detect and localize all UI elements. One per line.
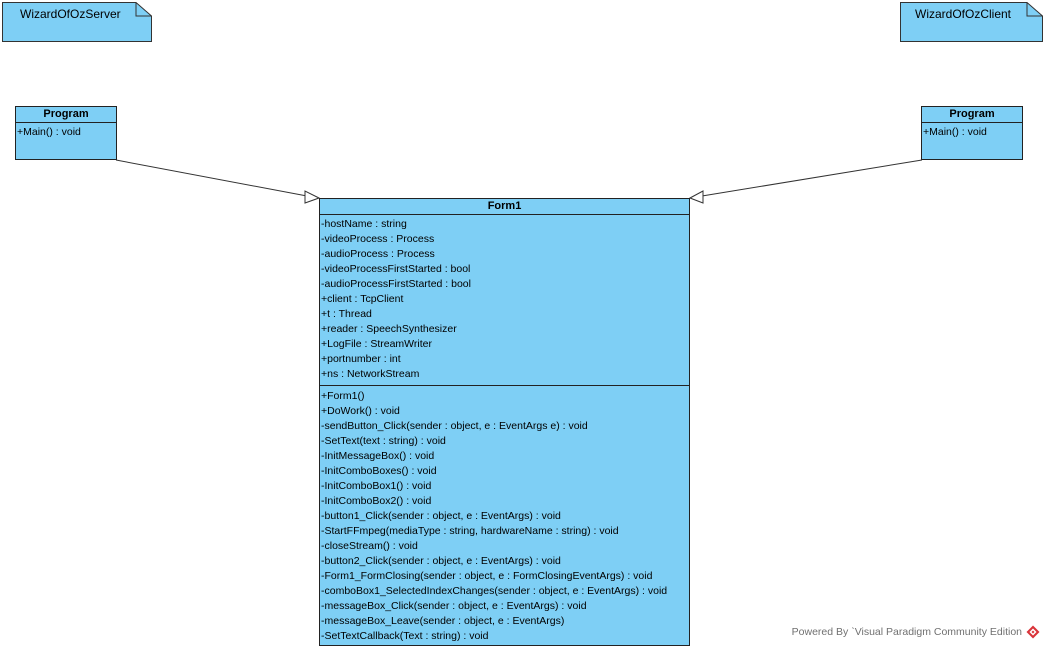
operation: -SetText(text : string) : void: [321, 435, 446, 447]
operation: -comboBox1_SelectedIndexChanges(sender :…: [321, 585, 668, 597]
attribute: +reader : SpeechSynthesizer: [321, 323, 457, 335]
note-client-label: WizardOfOzClient: [915, 7, 1012, 21]
operation: -button1_Click(sender : object, e : Even…: [321, 510, 561, 522]
operation: +Main() : void: [17, 126, 81, 138]
note-server-label: WizardOfOzServer: [20, 7, 121, 21]
attribute: +t : Thread: [321, 308, 372, 320]
operation: -InitComboBoxes() : void: [321, 465, 437, 477]
visual-paradigm-logo-icon: [1026, 625, 1040, 639]
attribute: -hostName : string: [321, 218, 407, 230]
generalization-right-line: [701, 159, 923, 197]
operation: -StartFFmpeg(mediaType : string, hardwar…: [321, 525, 619, 537]
generalization-right-arrowhead: [688, 190, 704, 204]
operation: -button2_Click(sender : object, e : Even…: [321, 555, 561, 567]
class-program-client[interactable]: Program +Main() : void: [921, 106, 1023, 160]
attribute: -audioProcess : Process: [321, 248, 435, 260]
powered-by-watermark: Powered By ˋVisual Paradigm Community Ed…: [792, 625, 1040, 639]
class-form1[interactable]: Form1 -hostName : string -videoProcess :…: [319, 198, 690, 646]
operation: -closeStream() : void: [321, 540, 418, 552]
operation: -InitMessageBox() : void: [321, 450, 435, 462]
operations-compartment: +Main() : void: [922, 123, 1022, 140]
note-shape: [900, 2, 1043, 42]
attribute: -audioProcessFirstStarted : bool: [321, 278, 471, 290]
generalization-left-line: [115, 159, 308, 197]
operations-compartment: +Main() : void: [16, 123, 116, 140]
note-server[interactable]: WizardOfOzServer: [2, 2, 152, 42]
attribute: -videoProcessFirstStarted : bool: [321, 263, 471, 275]
operation: -sendButton_Click(sender : object, e : E…: [321, 420, 588, 432]
operation: +Main() : void: [923, 126, 987, 138]
operation: -InitComboBox1() : void: [321, 480, 432, 492]
operation: -SetTextCallback(Text : string) : void: [321, 630, 489, 642]
operation: -messageBox_Leave(sender : object, e : E…: [321, 615, 565, 627]
class-name: Program: [922, 107, 1022, 123]
class-name: Form1: [320, 199, 689, 215]
class-name: Program: [16, 107, 116, 123]
class-program-server[interactable]: Program +Main() : void: [15, 106, 117, 160]
operation: +DoWork() : void: [321, 405, 400, 417]
attribute: +LogFile : StreamWriter: [321, 338, 432, 350]
operations-compartment: +Form1() +DoWork() : void -sendButton_Cl…: [320, 385, 689, 644]
powered-by-text: Powered By ˋVisual Paradigm Community Ed…: [791, 626, 1022, 638]
attributes-compartment: -hostName : string -videoProcess : Proce…: [320, 215, 689, 385]
note-shape: [2, 2, 152, 42]
operation: -messageBox_Click(sender : object, e : E…: [321, 600, 587, 612]
operation: -InitComboBox2() : void: [321, 495, 432, 507]
generalization-left-arrowhead: [304, 190, 321, 204]
note-client[interactable]: WizardOfOzClient: [900, 2, 1043, 42]
operation: +Form1(): [321, 390, 365, 402]
attribute: +client : TcpClient: [321, 293, 404, 305]
operation: -Form1_FormClosing(sender : object, e : …: [321, 570, 653, 582]
attribute: +portnumber : int: [321, 353, 401, 365]
attribute: -videoProcess : Process: [321, 233, 435, 245]
attribute: +ns : NetworkStream: [321, 368, 420, 380]
